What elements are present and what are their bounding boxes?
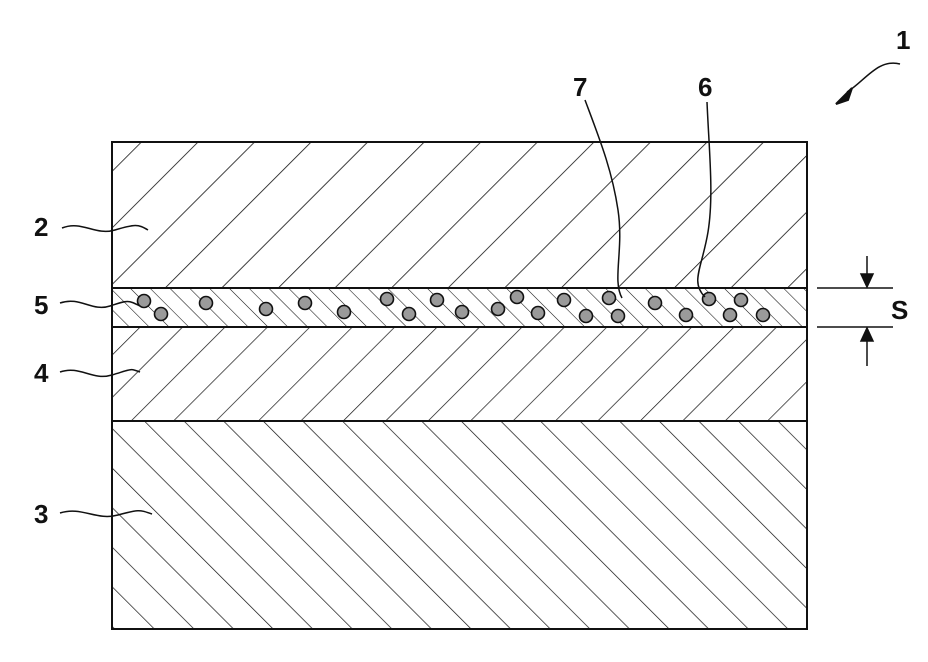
particle: [757, 309, 770, 322]
thickness-label: S: [891, 295, 908, 325]
label-6: 6: [698, 72, 712, 102]
particle: [403, 308, 416, 321]
particle: [431, 294, 444, 307]
particle: [703, 293, 716, 306]
particle: [260, 303, 273, 316]
particle: [492, 303, 505, 316]
particle: [724, 309, 737, 322]
particle: [200, 297, 213, 310]
label-1: 1: [896, 25, 910, 55]
intermediate-layer: [112, 327, 807, 421]
leader-1: [847, 63, 900, 92]
particle: [456, 306, 469, 319]
particle: [338, 306, 351, 319]
label-5: 5: [34, 290, 48, 320]
label-7: 7: [573, 72, 587, 102]
arrow-head-1: [836, 88, 852, 104]
particle: [580, 310, 593, 323]
particle: [511, 291, 524, 304]
particle: [381, 293, 394, 306]
top-layer: [112, 142, 807, 288]
particle: [680, 309, 693, 322]
particle: [532, 307, 545, 320]
particle: [649, 297, 662, 310]
particle: [155, 308, 168, 321]
particle: [558, 294, 571, 307]
base-layer: [112, 421, 807, 629]
thickness-dimension: [817, 256, 893, 366]
label-3: 3: [34, 499, 48, 529]
label-4: 4: [34, 358, 49, 388]
particle: [735, 294, 748, 307]
particle: [299, 297, 312, 310]
particle: [612, 310, 625, 323]
label-2: 2: [34, 212, 48, 242]
particle: [603, 292, 616, 305]
